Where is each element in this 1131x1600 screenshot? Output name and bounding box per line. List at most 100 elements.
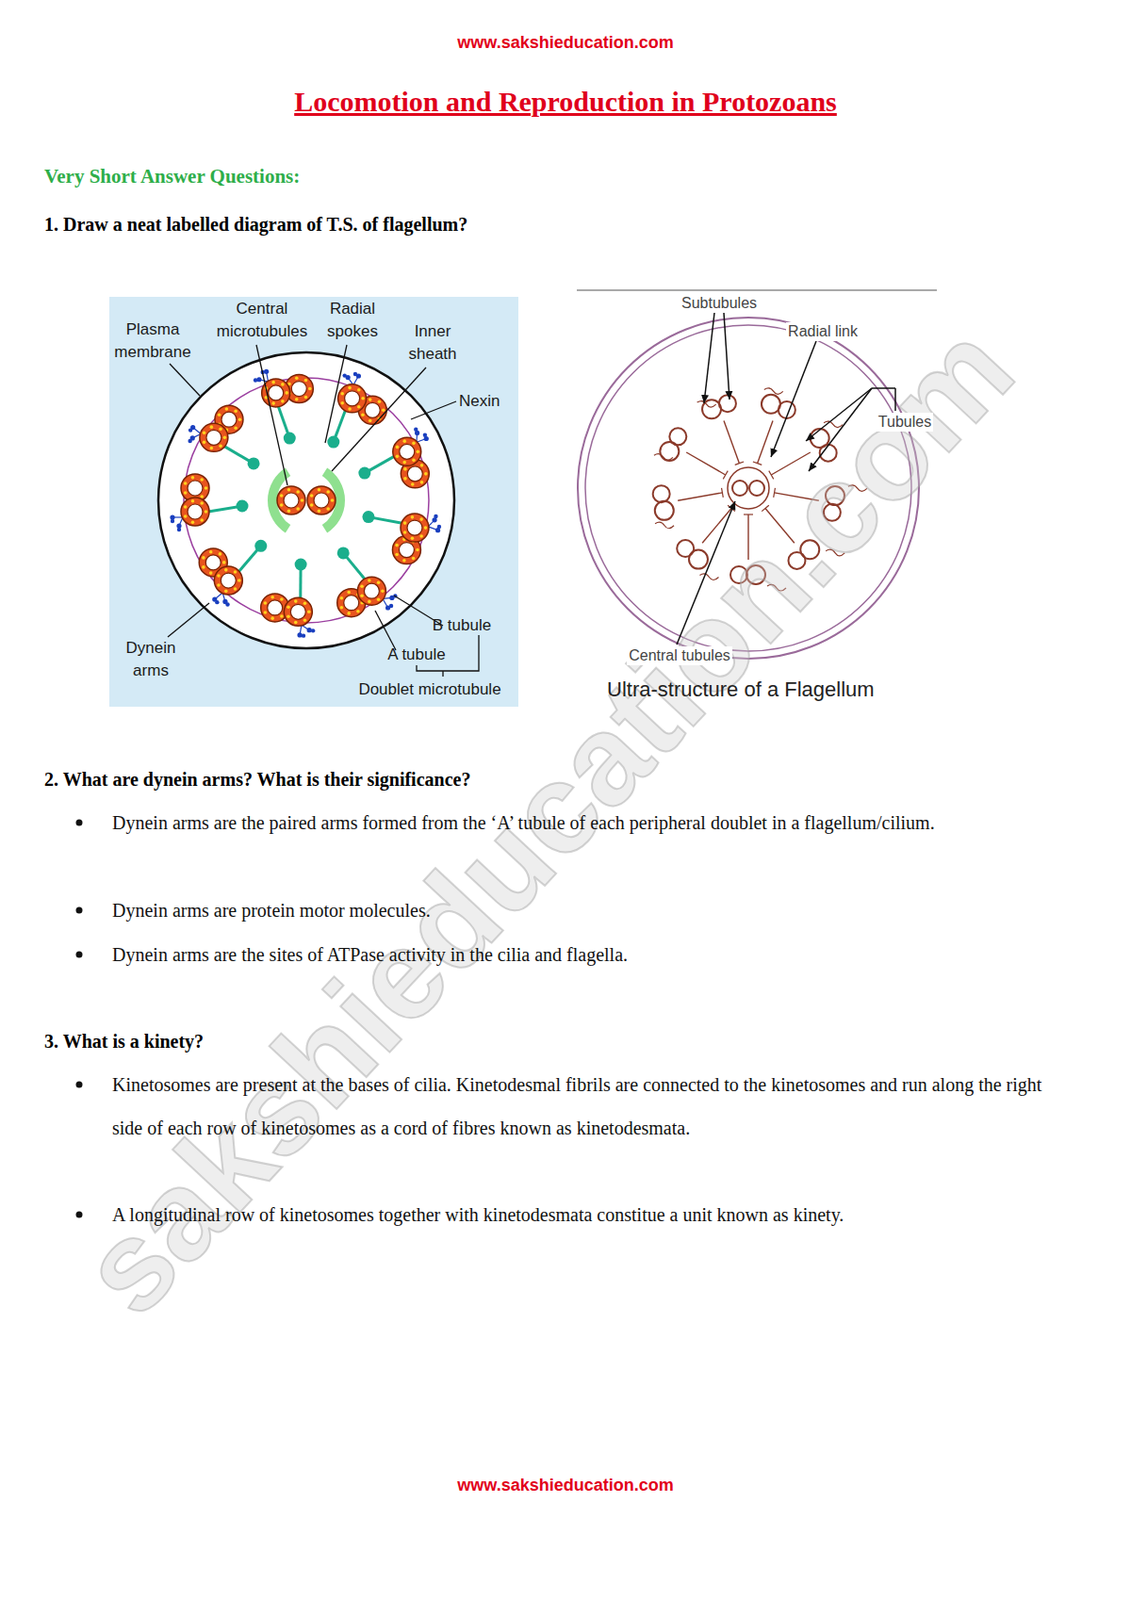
protofilament-dot: [202, 431, 207, 436]
dynein-head: [296, 632, 302, 638]
dynein-head: [423, 433, 427, 438]
tubule-lumen: [187, 480, 203, 496]
protofilament-dot: [233, 587, 238, 591]
protofilament-dot: [326, 507, 330, 511]
protofilament-dot: [410, 515, 415, 520]
protofilament-dot: [381, 409, 386, 413]
protofilament-dot: [420, 463, 425, 468]
radial-link: [757, 421, 773, 464]
tubule-lumen: [267, 600, 283, 616]
protofilament-dot: [377, 597, 381, 602]
protofilament-dot: [233, 426, 238, 430]
protofilament-dot: [286, 606, 291, 610]
protofilament-dot: [237, 578, 242, 583]
part-label: B tubule: [432, 614, 492, 638]
protofilament-dot: [415, 548, 420, 553]
dynein-head: [214, 600, 219, 605]
tubule: [199, 423, 229, 452]
protofilament-dot: [279, 614, 284, 619]
protofilament-dot: [330, 498, 335, 503]
header-url: www.sakshieducation.com: [457, 32, 673, 53]
protofilament-dot: [368, 419, 373, 424]
dynein-head: [170, 519, 175, 524]
protofilament-dot: [287, 488, 292, 492]
subtubule: [676, 540, 694, 558]
tubule: [307, 486, 336, 515]
subtubule: [719, 394, 737, 412]
part-label: A tubule: [387, 643, 445, 667]
bullet-text: A longitudinal row of kinetosomes togeth…: [112, 1193, 1060, 1237]
protofilament-dot: [403, 530, 408, 535]
protofilament-dot: [419, 517, 424, 522]
tubule: [214, 405, 244, 434]
dynein-head: [413, 426, 418, 431]
spoke-head: [247, 457, 261, 470]
protofilament-dot: [224, 589, 229, 593]
dynein-head: [225, 602, 230, 607]
protofilament-dot: [411, 442, 416, 446]
central-tubule: [732, 480, 748, 496]
protofilament-dot: [403, 476, 408, 481]
protofilament-dot: [294, 621, 298, 625]
tubule-lumen: [187, 504, 203, 520]
protofilament-dot: [294, 599, 298, 604]
radial-link: [723, 421, 739, 464]
protofilament-dot: [394, 553, 399, 558]
part-label: Nexin: [458, 390, 500, 413]
protofilament-dot: [295, 490, 300, 494]
tubule-lumen: [398, 542, 414, 558]
tubule-lumen: [220, 573, 236, 589]
protofilament-dot: [204, 486, 209, 491]
protofilament-dot: [279, 597, 284, 602]
spoke-head: [337, 546, 350, 559]
dynein-head: [263, 369, 269, 375]
radial-link: [686, 452, 726, 476]
protofilament-dot: [210, 425, 214, 429]
protofilament-dot: [263, 601, 268, 606]
protofilament-dot: [218, 427, 223, 432]
protofilament-dot: [367, 600, 372, 605]
bullet-text: Dynein arms are the paired arms formed f…: [112, 801, 1060, 845]
protofilament-dot: [403, 521, 408, 525]
protofilament-dot: [308, 387, 312, 392]
tubule: [357, 576, 386, 606]
protofilament-dot: [357, 405, 361, 410]
protofilament-dot: [295, 397, 299, 402]
protofilament-dot: [340, 596, 345, 601]
tubule-lumen: [363, 583, 379, 599]
tubule-lumen: [313, 492, 329, 509]
protofilament-dot: [270, 595, 275, 600]
link-head: [735, 461, 744, 465]
tubule-lumen: [407, 466, 423, 482]
protofilament-dot: [202, 441, 207, 445]
tubule-lumen: [221, 411, 237, 427]
part-label: Tubules: [876, 412, 934, 432]
page-title: Locomotion and Reproduction in Protozoan…: [294, 82, 837, 121]
protofilament-dot: [317, 508, 322, 513]
part-label: Subtubules: [679, 294, 759, 313]
spoke-head: [358, 467, 371, 480]
radial-link: [677, 492, 722, 501]
protofilament-dot: [224, 568, 229, 573]
dynein-head: [307, 627, 312, 633]
dynein-head: [177, 527, 181, 532]
tubule: [338, 384, 367, 413]
protofilament-dot: [216, 583, 221, 588]
protofilament-dot: [183, 505, 188, 509]
protofilament-dot: [300, 498, 305, 503]
part-label: Doublet microtubule: [358, 678, 501, 702]
protofilament-dot: [201, 556, 206, 560]
spoke-head: [327, 436, 340, 449]
question: 3. What is a kinety?: [44, 1027, 204, 1056]
protofilament-dot: [284, 391, 289, 395]
protofilament-dot: [403, 467, 408, 472]
spoke-head: [283, 432, 296, 445]
protofilament-dot: [411, 458, 416, 463]
protofilament-dot: [279, 493, 284, 498]
bullet-text: Kinetosomes are present at the bases of …: [112, 1063, 1060, 1150]
tubule-lumen: [206, 429, 222, 445]
leader-lines: [167, 344, 479, 677]
protofilament-dot: [360, 412, 365, 417]
part-label: Radial link: [786, 322, 860, 342]
